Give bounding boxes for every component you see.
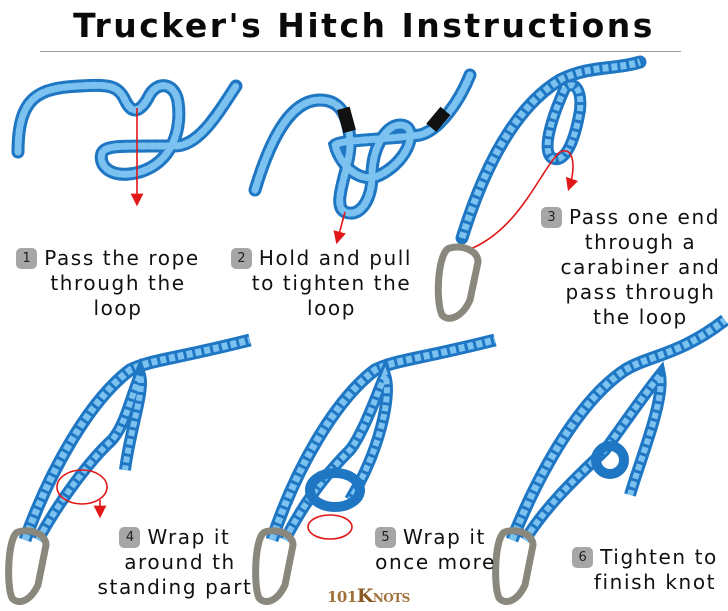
carabiner: [252, 527, 297, 605]
carabiner: [434, 243, 482, 322]
carabiner: [5, 527, 50, 605]
step-number-badge: 3: [540, 207, 562, 228]
step-number-badge: 5: [374, 527, 396, 548]
carabiner: [492, 527, 537, 605]
step-number-badge: 6: [572, 547, 594, 568]
step-number-badge: 4: [119, 527, 141, 548]
step-number-badge: 1: [16, 248, 38, 269]
step-4-illustration: [5, 333, 252, 605]
step-3-illustration: [434, 55, 647, 322]
page-title: Trucker's Hitch Instructions: [73, 6, 655, 45]
wrap-arrow: [56, 469, 108, 505]
step-6-illustration: [492, 314, 728, 605]
rope-marker-right: [426, 106, 451, 132]
direction-arrow: [467, 150, 579, 251]
step-1-illustration: [11, 78, 243, 207]
wrap-arrow: [307, 514, 353, 540]
direction-arrow: [333, 211, 346, 245]
brand-logo: 101KNOTS: [327, 585, 410, 607]
step-5-illustration: [252, 333, 497, 605]
step-number-badge: 2: [230, 248, 252, 269]
step-2-illustration: [248, 68, 477, 245]
rope-marker-left: [337, 106, 356, 134]
title-divider: [40, 51, 681, 52]
